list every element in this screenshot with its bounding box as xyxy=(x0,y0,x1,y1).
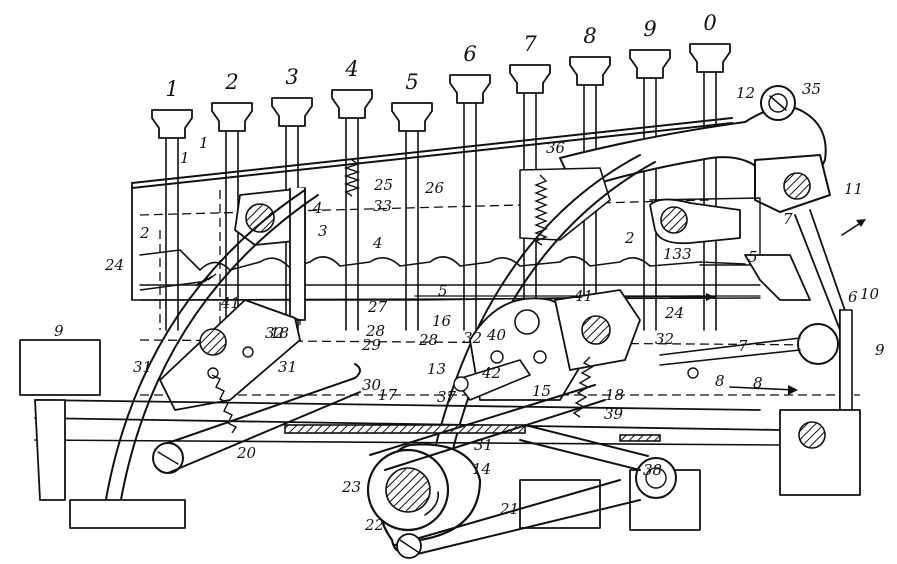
callout-4: 4 xyxy=(312,199,323,217)
key-label: 3 xyxy=(285,65,298,89)
key-6: 6 xyxy=(449,42,491,331)
callout-31: 31 xyxy=(133,358,152,376)
callout-4: 4 xyxy=(372,234,383,252)
drive-cam xyxy=(152,363,677,559)
right-linkage xyxy=(659,209,853,471)
key-4: 4 xyxy=(331,57,373,331)
callout-16: 16 xyxy=(432,312,452,330)
callout-8: 8 xyxy=(715,372,725,390)
callout-20: 20 xyxy=(236,444,257,462)
callout-32: 32 xyxy=(655,330,674,348)
callout-32: 32 xyxy=(265,324,284,342)
key-2: 2 xyxy=(211,70,253,331)
callout-22: 22 xyxy=(364,516,384,534)
callout-5: 5 xyxy=(748,248,758,266)
callout-2: 2 xyxy=(624,229,635,247)
lever-arm-12 xyxy=(559,85,831,213)
callout-28: 28 xyxy=(418,331,438,349)
callout-41: 41 xyxy=(573,287,593,305)
callout-1: 1 xyxy=(199,134,209,152)
callout-7: 7 xyxy=(783,210,793,228)
callout-12: 12 xyxy=(736,84,755,102)
callout-23: 23 xyxy=(341,478,361,496)
key-label: 5 xyxy=(405,70,418,94)
key-label: 7 xyxy=(523,32,537,56)
key-label: 8 xyxy=(583,24,596,48)
callout-35: 35 xyxy=(802,80,821,98)
callout-15: 15 xyxy=(532,382,551,400)
key-label: 1 xyxy=(165,77,178,101)
callout-11: 11 xyxy=(844,180,863,198)
callout-21: 21 xyxy=(499,500,519,518)
callout-2: 2 xyxy=(139,224,150,242)
callout-3: 3 xyxy=(318,222,328,240)
callout-14: 14 xyxy=(472,460,491,478)
callout-10: 10 xyxy=(860,285,880,303)
callout-7: 7 xyxy=(738,337,748,355)
central-lever-cluster xyxy=(453,289,641,401)
callout-18: 18 xyxy=(605,386,624,404)
callout-26: 26 xyxy=(424,179,445,197)
callout-31: 31 xyxy=(278,358,297,376)
callout-6: 6 xyxy=(848,288,858,306)
callout-42: 42 xyxy=(481,364,501,382)
callout-9: 9 xyxy=(54,322,64,340)
callout-18: 18 xyxy=(270,324,289,342)
key-8: 8 xyxy=(569,24,611,331)
callout-41: 41 xyxy=(220,294,240,312)
callout-24: 24 xyxy=(664,304,684,322)
key-label: 9 xyxy=(643,17,656,41)
callout-36: 36 xyxy=(546,139,566,157)
key-9: 9 xyxy=(629,17,671,331)
callout-38: 38 xyxy=(643,461,662,479)
key-5: 5 xyxy=(391,70,433,331)
callout-133: 133 xyxy=(663,245,692,263)
callout-27: 27 xyxy=(367,298,388,316)
callout-25: 25 xyxy=(373,176,393,194)
motion-arrows xyxy=(669,219,866,395)
lower-left-lever xyxy=(159,299,301,411)
callout-24: 24 xyxy=(104,256,124,274)
callout-13: 13 xyxy=(427,360,446,378)
callout-9: 9 xyxy=(875,341,885,359)
key-1: 1 xyxy=(151,77,193,331)
callout-5: 5 xyxy=(438,282,448,300)
callout-39: 39 xyxy=(604,405,624,423)
callout-1: 1 xyxy=(180,149,190,167)
callout-28: 28 xyxy=(365,322,385,340)
base-frame xyxy=(19,339,861,531)
key-label: 6 xyxy=(463,42,476,66)
callout-40: 40 xyxy=(486,326,507,344)
arc-guides xyxy=(104,154,656,506)
comb-bar xyxy=(139,249,761,301)
key-label: 0 xyxy=(703,11,716,35)
callout-8: 8 xyxy=(753,374,763,392)
springs xyxy=(139,159,594,434)
callout-32: 32 xyxy=(463,329,482,347)
key-0: 0 xyxy=(689,11,731,331)
callout-33: 33 xyxy=(373,197,392,215)
callout-37: 37 xyxy=(437,388,457,406)
callout-29: 29 xyxy=(361,336,382,354)
key-label: 2 xyxy=(224,70,238,94)
callout-17: 17 xyxy=(378,386,398,404)
callout-31: 31 xyxy=(474,436,493,454)
callout-30: 30 xyxy=(362,376,382,394)
key-label: 4 xyxy=(344,57,358,81)
